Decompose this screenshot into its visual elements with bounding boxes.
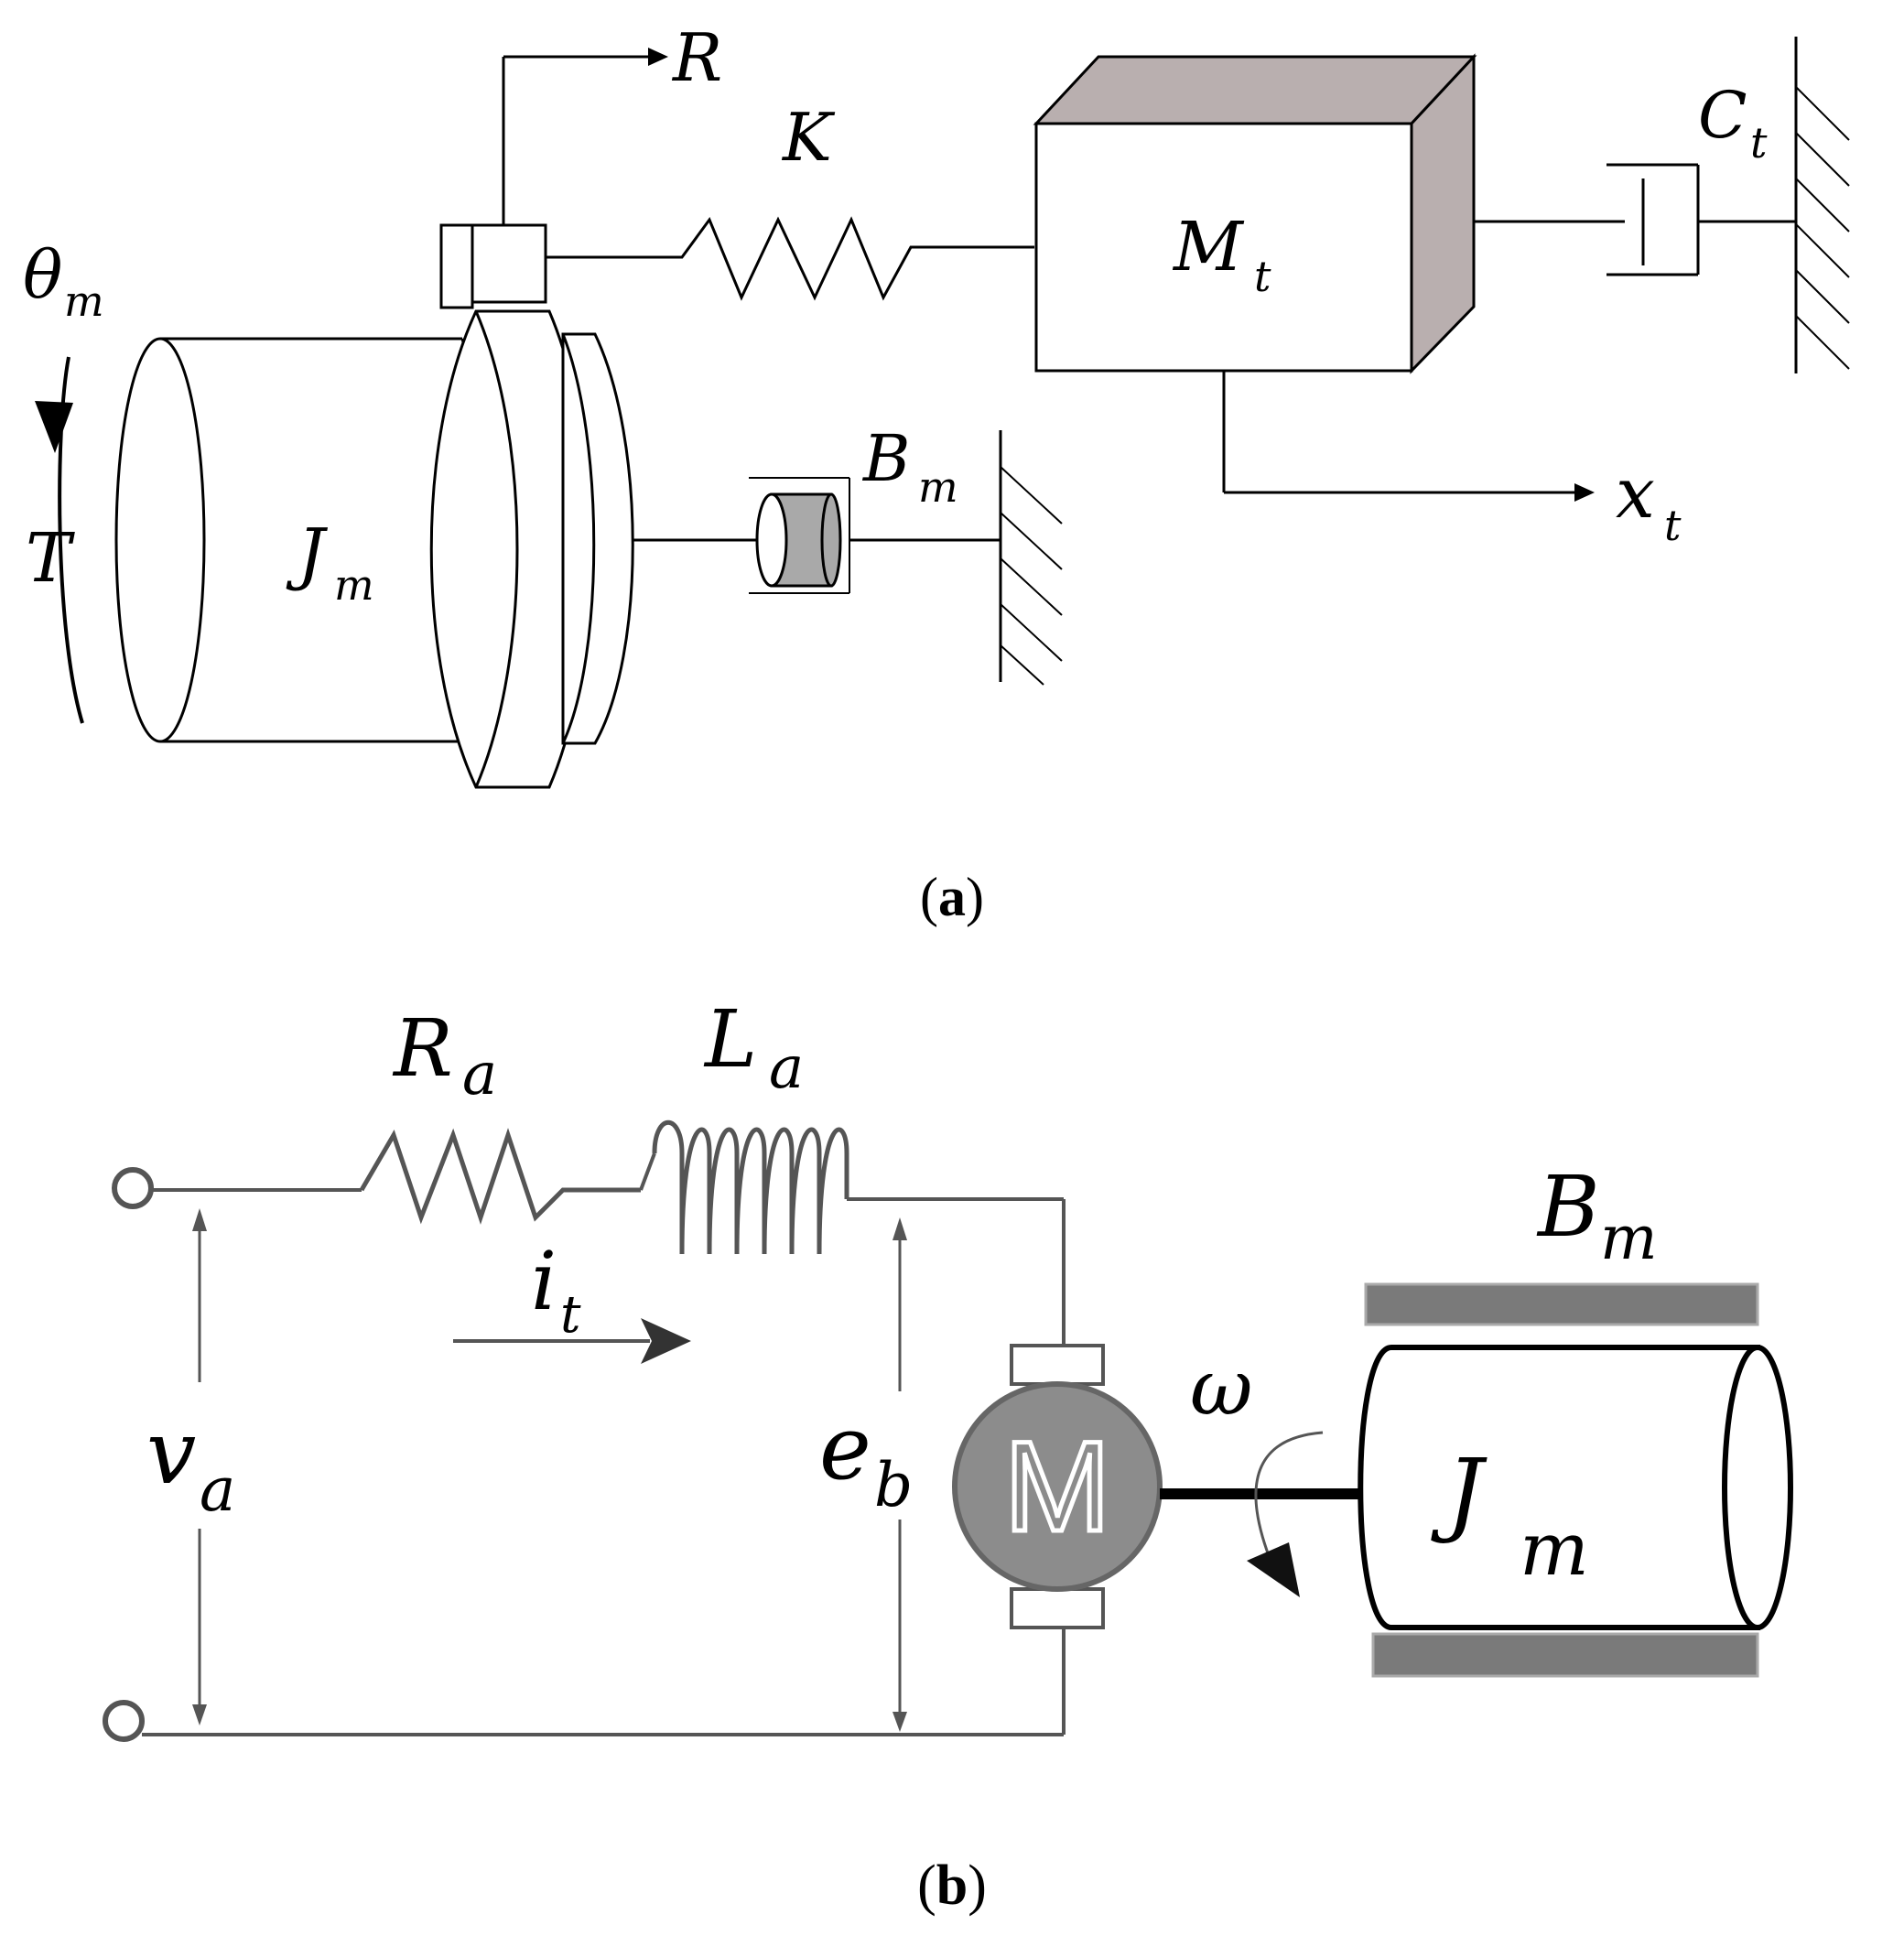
label-xt: x bbox=[1616, 452, 1655, 534]
current-arrow bbox=[453, 1318, 691, 1364]
label-eb-sub: b bbox=[874, 1450, 913, 1520]
dc-motor: M bbox=[952, 1344, 1163, 1629]
wall-ground-middle bbox=[999, 430, 1063, 686]
terminal-top bbox=[112, 1167, 154, 1209]
label-va: v bbox=[146, 1401, 196, 1504]
label-it-sub: t bbox=[560, 1285, 581, 1345]
angular-speed-arrow-icon bbox=[1247, 1431, 1324, 1597]
voltage-arrow bbox=[192, 1208, 207, 1725]
terminal-bottom bbox=[103, 1700, 145, 1742]
label-xt-sub: t bbox=[1664, 501, 1682, 550]
pinion-hub bbox=[439, 223, 547, 309]
label-ct-sub: t bbox=[1750, 118, 1768, 168]
caption-b: (b) bbox=[917, 1855, 987, 1917]
motor-damper-bm bbox=[632, 477, 1001, 594]
panel-a-mechanical-model: θ m T J m R K M t C t B m x t (a) bbox=[23, 19, 1850, 927]
resistor-ra bbox=[359, 1128, 641, 1225]
load-inertia-cylinder bbox=[1358, 1282, 1793, 1678]
inductor-la bbox=[639, 1120, 1064, 1255]
circuit-top-wire bbox=[151, 1120, 1066, 1346]
label-torque: T bbox=[26, 519, 75, 598]
displacement-arrow bbox=[1222, 371, 1595, 502]
friction-plate-top bbox=[1364, 1282, 1759, 1326]
back-emf-arrow bbox=[892, 1217, 907, 1732]
label-theta-sub: m bbox=[64, 276, 104, 326]
label-mass: M bbox=[1172, 208, 1245, 287]
circuit-bottom-wire bbox=[142, 1628, 1066, 1736]
label-ra: R bbox=[392, 1003, 453, 1095]
label-la: L bbox=[703, 994, 757, 1086]
label-spring: K bbox=[781, 99, 836, 176]
label-bm-b: B bbox=[1536, 1158, 1600, 1256]
label-theta: θ bbox=[23, 236, 62, 313]
label-inertia: J bbox=[286, 514, 329, 593]
rotation-arrow-icon bbox=[35, 356, 84, 724]
label-ra-sub: a bbox=[462, 1041, 497, 1109]
panel-b-electrical-model: M R a L a i t v a e b ω B m J m (b bbox=[103, 994, 1793, 1917]
caption-a: (a) bbox=[920, 867, 984, 927]
friction-plate-bottom bbox=[1371, 1632, 1759, 1678]
mass-damper-ct bbox=[1474, 163, 1796, 276]
label-la-sub: a bbox=[769, 1034, 804, 1102]
load-mass-box bbox=[1033, 53, 1477, 374]
label-bm-b-sub: m bbox=[1600, 1203, 1658, 1273]
motor-label: M bbox=[1004, 1414, 1111, 1558]
label-omega: ω bbox=[1190, 1343, 1253, 1433]
label-eb: e bbox=[819, 1397, 871, 1499]
label-mass-sub: t bbox=[1254, 252, 1271, 301]
label-bm: B bbox=[861, 421, 910, 496]
label-bm-sub: m bbox=[918, 462, 958, 512]
label-va-sub: a bbox=[200, 1455, 235, 1525]
spring-k bbox=[546, 216, 1034, 301]
label-jm-b-sub: m bbox=[1520, 1507, 1589, 1592]
radius-arrow bbox=[502, 48, 668, 225]
label-it: i bbox=[531, 1234, 557, 1328]
gear-disc bbox=[429, 309, 634, 789]
label-ct: C bbox=[1698, 78, 1747, 153]
label-inertia-sub: m bbox=[334, 560, 374, 610]
label-radius: R bbox=[671, 19, 722, 96]
wall-ground-right bbox=[1794, 37, 1850, 373]
